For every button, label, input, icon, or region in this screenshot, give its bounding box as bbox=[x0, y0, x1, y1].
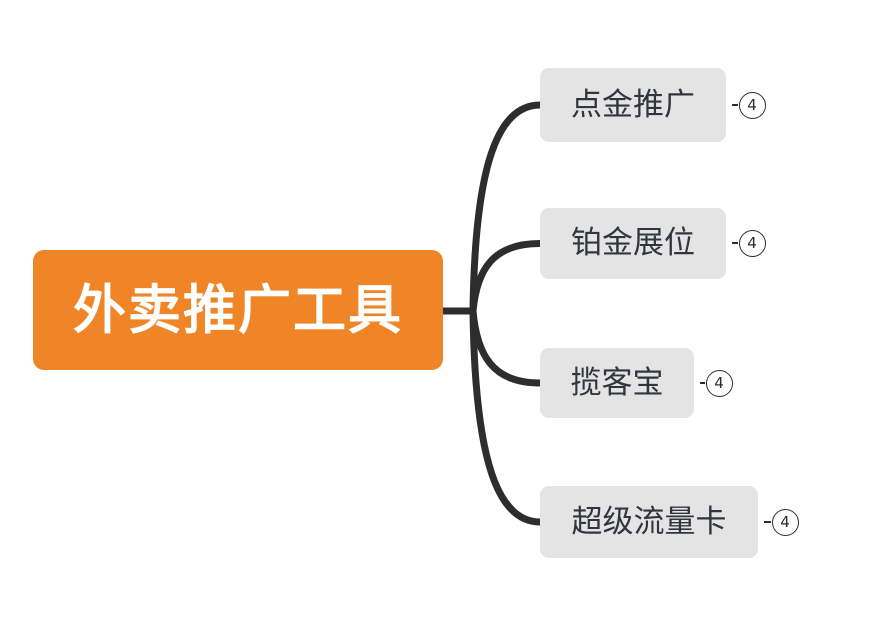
root-node[interactable]: 外卖推广工具 bbox=[33, 250, 443, 370]
child-count-badge-3[interactable]: 4 bbox=[705, 369, 733, 397]
branch-curve-2 bbox=[469, 240, 544, 315]
child-count-badge-label: 4 bbox=[714, 373, 724, 392]
badge-stem-4 bbox=[764, 521, 771, 524]
child-node-label: 点金推广 bbox=[571, 86, 695, 123]
child-count-badge-2[interactable]: 4 bbox=[738, 229, 766, 257]
child-node-2[interactable]: 铂金展位 bbox=[540, 208, 726, 279]
child-count-badge-label: 4 bbox=[780, 512, 790, 531]
child-node-label: 铂金展位 bbox=[571, 225, 695, 261]
child-node-4[interactable]: 超级流量卡 bbox=[540, 486, 758, 558]
badge-stem-1 bbox=[732, 104, 738, 107]
child-count-badge-4[interactable]: 4 bbox=[771, 508, 799, 536]
child-count-badge-label: 4 bbox=[747, 95, 757, 114]
child-count-badge-1[interactable]: 4 bbox=[738, 91, 766, 119]
branch-curve-4 bbox=[469, 307, 544, 526]
root-node-label: 外卖推广工具 bbox=[73, 279, 403, 341]
badge-stem-2 bbox=[732, 242, 738, 245]
child-node-1[interactable]: 点金推广 bbox=[540, 68, 726, 142]
child-count-badge-label: 4 bbox=[747, 233, 757, 252]
branch-curve-3 bbox=[469, 307, 544, 387]
child-node-3[interactable]: 揽客宝 bbox=[540, 348, 694, 418]
child-node-label: 超级流量卡 bbox=[571, 503, 727, 540]
branch-curve-1 bbox=[469, 101, 544, 315]
child-node-label: 揽客宝 bbox=[570, 364, 664, 401]
badge-stem-3 bbox=[700, 382, 705, 385]
